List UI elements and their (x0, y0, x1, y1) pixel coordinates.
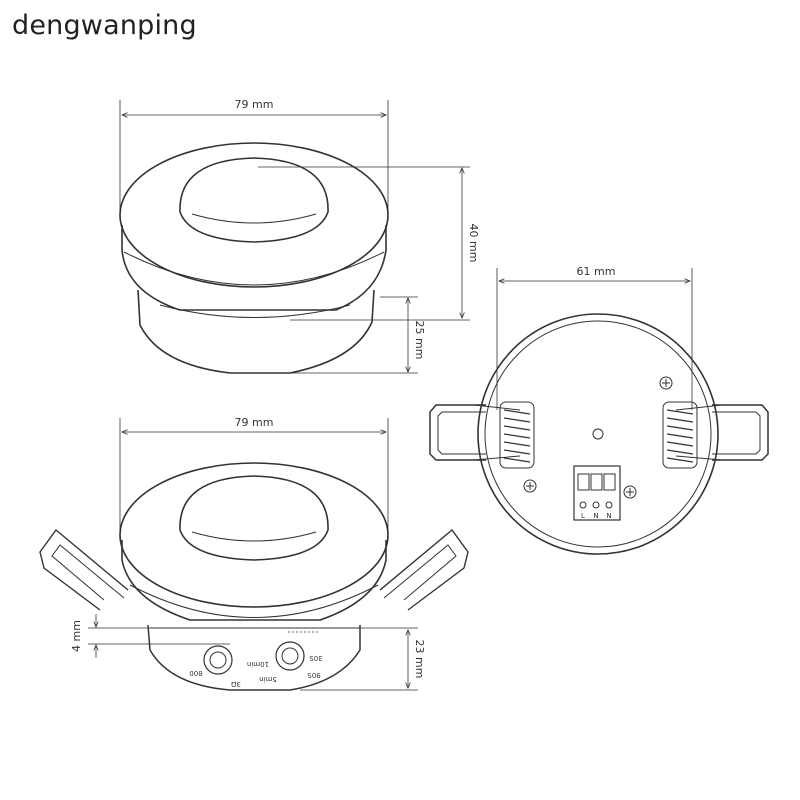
rear-view: 61 mm (429, 265, 769, 555)
dial-right-label-2: 5min (259, 675, 277, 683)
dial-left-label-2: 3Ω (230, 680, 240, 688)
terminal-label-1: L (581, 512, 585, 520)
dial-right-label-4: 30S (309, 654, 323, 662)
spring-right (662, 401, 698, 469)
screw-bottom-right (623, 485, 637, 499)
watermark-text: dengwanping (12, 10, 197, 41)
center-hole (592, 428, 604, 440)
side-view-top: 79 mm 40 mm 25 mm (119, 98, 480, 374)
terminal-block: L N N (573, 465, 621, 521)
dial-right-label-3: 90S (307, 671, 321, 679)
lower-height-label: 25 mm (413, 321, 426, 360)
flange-label: 4 mm (70, 620, 83, 652)
width-label-top: 79 mm (235, 98, 274, 111)
depth-label: 23 mm (413, 640, 426, 679)
screw-bottom-left (523, 479, 537, 493)
side-view-bottom: 79 mm 800 3Ω 10min 5min 90S 30S (39, 416, 469, 691)
screw-top-right (659, 376, 673, 390)
height-label: 40 mm (467, 224, 480, 263)
dial-right: 10min 5min 90S 30S (247, 641, 323, 683)
width-label-bottom: 79 mm (235, 416, 274, 429)
dial-left-label-1: 800 (189, 669, 202, 677)
terminal-label-3: N (606, 512, 611, 520)
dial-right-label-1: 10min (247, 660, 269, 668)
terminal-label-2: N (593, 512, 598, 520)
rear-width-label: 61 mm (577, 265, 616, 278)
spring-left (499, 401, 535, 469)
dial-left: 800 3Ω (189, 645, 241, 688)
